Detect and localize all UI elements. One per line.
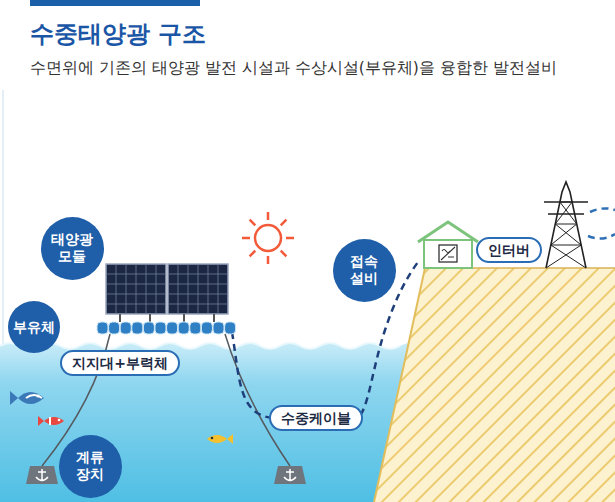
callout-text: 계류 장치 [67,449,113,483]
callout-circle: 부유체 [8,301,60,353]
junction-house [418,222,478,268]
callout-circle: 태양광 모듈 [41,217,104,280]
solar-panel [106,264,228,322]
top-bar [30,0,200,6]
callout-circle: 계류 장치 [59,435,122,498]
water [0,343,420,502]
callout-pill: 수중케이블 [269,405,363,431]
callout-text: 부유체 [13,319,55,336]
callout-text: 태양광 모듈 [49,231,95,265]
title: 수중태양광 구조 [30,18,206,50]
power-line [588,234,615,239]
callout-pill: 지지대+부력체 [60,350,180,376]
anchor-block [26,466,58,484]
mooring-line [225,334,290,466]
fish [207,434,233,444]
float-row [97,322,236,334]
fish [38,416,64,426]
callout-text: 접속 설비 [341,253,387,287]
callout-circle: 접속 설비 [333,239,396,302]
callout-text: 수중케이블 [281,410,351,427]
anchor-block [274,466,306,484]
power-line [590,208,615,212]
embankment-edge [374,268,425,502]
transmission-tower [544,182,588,268]
water-surface [0,343,400,349]
embankment [374,268,615,502]
fish [10,391,44,405]
callout-text: 인터버 [488,242,530,259]
callout-pill: 인터버 [476,237,542,263]
sun [242,212,294,264]
callout-text: 지지대+부력체 [72,355,168,372]
subtitle: 수면위에 기존의 태양광 발전 시설과 수상시설(부유체)을 융합한 발전설비 [30,58,557,79]
